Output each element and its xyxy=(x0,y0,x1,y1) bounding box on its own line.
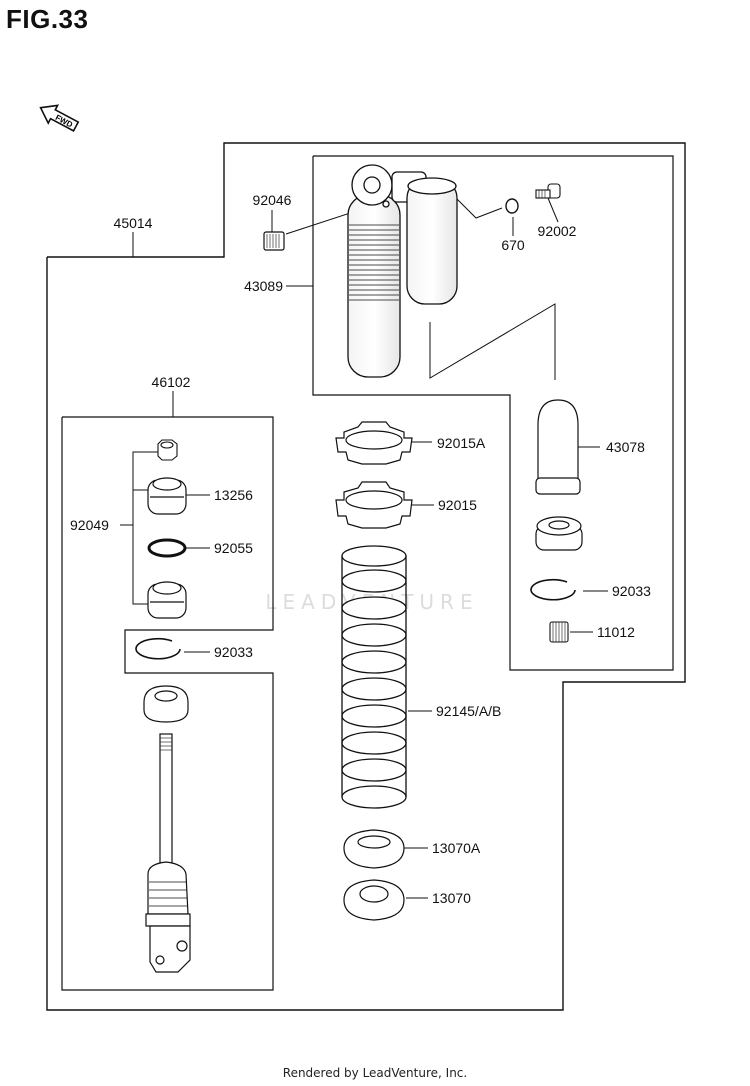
valve-11012 xyxy=(549,621,569,643)
part-label-45014: 45014 xyxy=(114,215,153,231)
piston-rod xyxy=(145,733,191,973)
part-label-92033-left: 92033 xyxy=(214,644,253,660)
spring-seat-13070 xyxy=(343,879,405,921)
figure-title: FIG.33 xyxy=(6,4,89,34)
part-label-92046: 92046 xyxy=(253,192,292,208)
part-label-13070: 13070 xyxy=(432,890,471,906)
part-label-92049: 92049 xyxy=(70,517,109,533)
assembly-43089-outline xyxy=(312,155,674,671)
part-label-13256: 13256 xyxy=(214,487,253,503)
lock-nut-92015A xyxy=(335,421,413,465)
footer-credit: Rendered by LeadVenture, Inc. xyxy=(282,1066,468,1080)
part-label-92002: 92002 xyxy=(538,223,577,239)
assembly-45014-outline xyxy=(46,142,686,1011)
lock-nut-92015 xyxy=(335,481,413,529)
part-label-92145: 92145/A/B xyxy=(436,703,501,719)
part-label-92055: 92055 xyxy=(214,540,253,556)
o-ring-92055 xyxy=(147,538,187,558)
part-label-92015: 92015 xyxy=(438,497,477,513)
snap-ring-92033-left xyxy=(135,637,181,660)
piston-lower xyxy=(147,581,187,619)
part-label-46102: 46102 xyxy=(152,374,191,390)
bolt-92002 xyxy=(535,183,561,199)
part-label-92015A: 92015A xyxy=(437,435,486,451)
assembly-46102-outline xyxy=(61,416,274,991)
part-label-92033-right: 92033 xyxy=(612,583,651,599)
needle-bearing-92046 xyxy=(263,231,285,251)
o-ring-670 xyxy=(505,198,519,214)
spring-seat-13070A xyxy=(343,829,405,869)
shock-body-43089 xyxy=(347,164,458,378)
part-label-13070A: 13070A xyxy=(432,840,481,856)
snap-ring-92033-right xyxy=(530,578,576,601)
part-label-43078: 43078 xyxy=(606,439,645,455)
reservoir-cap xyxy=(535,516,583,551)
bladder-43078 xyxy=(535,399,581,495)
part-label-43089: 43089 xyxy=(244,278,283,294)
coil-spring-92145 xyxy=(341,545,407,809)
nut-top xyxy=(157,439,178,461)
part-label-11012: 11012 xyxy=(597,624,635,640)
piston-13256 xyxy=(147,477,187,515)
part-label-670: 670 xyxy=(501,237,525,253)
fwd-arrow-icon: FWD xyxy=(39,104,80,132)
seal-left xyxy=(143,685,189,723)
